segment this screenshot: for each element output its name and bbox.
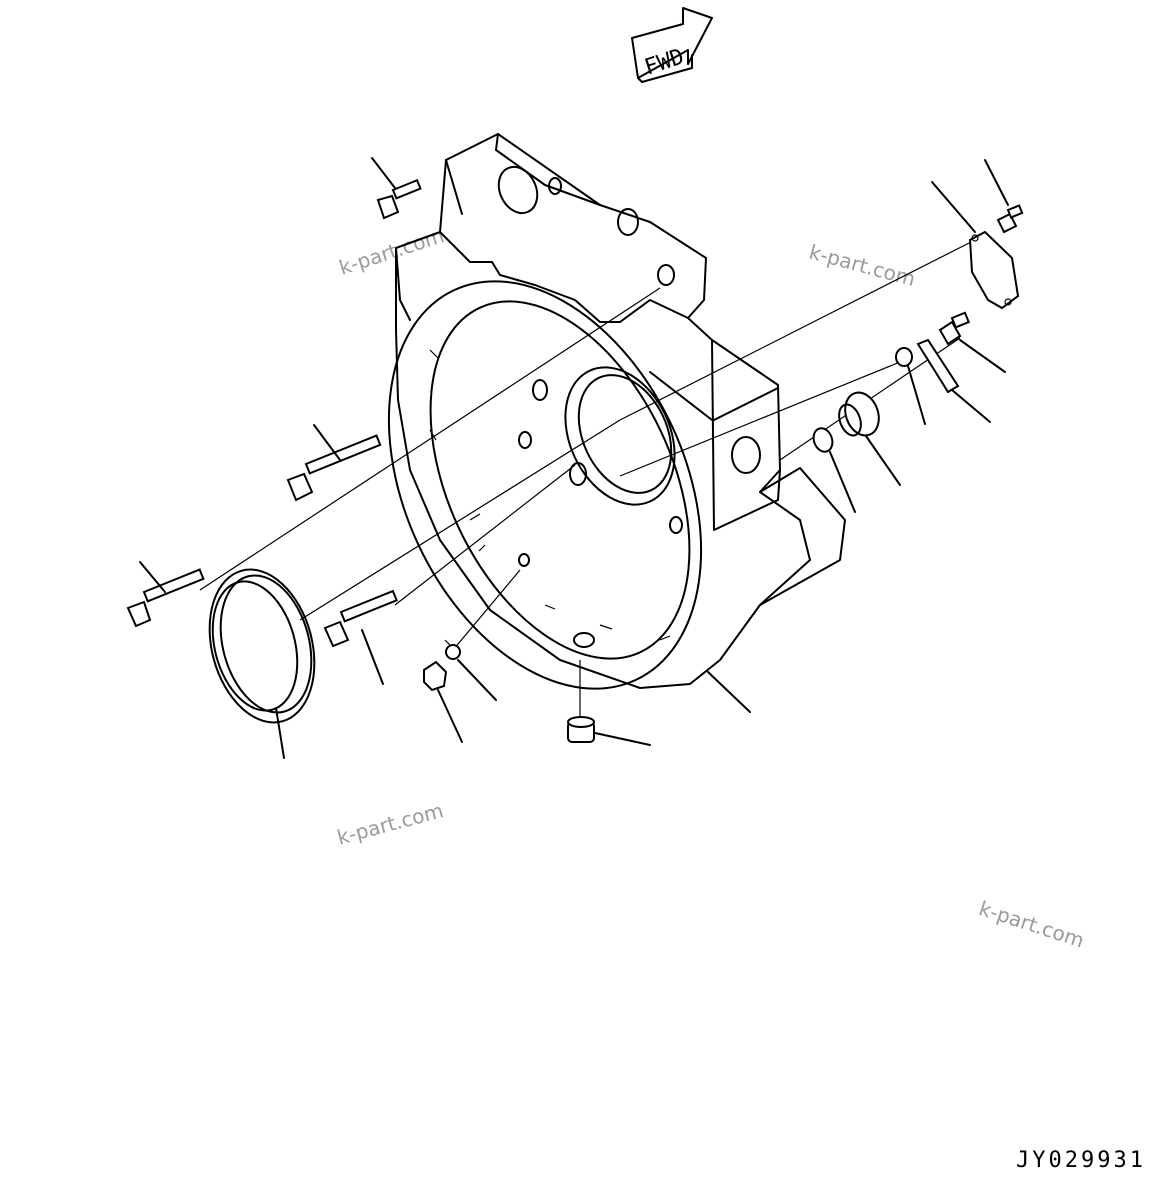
- watermark-2: k-part.com: [807, 240, 918, 291]
- oil-seal: [208, 568, 316, 759]
- bolt-left-lower: [126, 561, 205, 628]
- ball: [445, 644, 497, 701]
- threaded-plug: [838, 391, 901, 486]
- cover-plate: [931, 181, 1020, 310]
- bolt-center-lower: [323, 589, 398, 685]
- bottom-plug: [567, 716, 651, 746]
- drawing-code: JY029931: [1016, 1148, 1146, 1173]
- bolt-right: [938, 311, 1006, 373]
- bracket: [916, 338, 991, 423]
- small-plug: [423, 660, 463, 743]
- bolt-top-right: [984, 159, 1024, 234]
- flywheel-housing: [387, 133, 846, 690]
- fwd-label: FWD: [642, 44, 688, 80]
- bolt-long-middle: [286, 424, 382, 502]
- fwd-arrow: FWD: [631, 7, 713, 83]
- bolt-top-left: [371, 157, 422, 220]
- watermark-4: k-part.com: [976, 896, 1087, 952]
- watermark-3: k-part.com: [334, 798, 445, 849]
- collar: [895, 347, 926, 425]
- watermark-1: k-part.com: [336, 223, 447, 279]
- housing-leader: [707, 671, 751, 713]
- o-ring: [812, 427, 856, 513]
- assembly-lines: [199, 239, 976, 718]
